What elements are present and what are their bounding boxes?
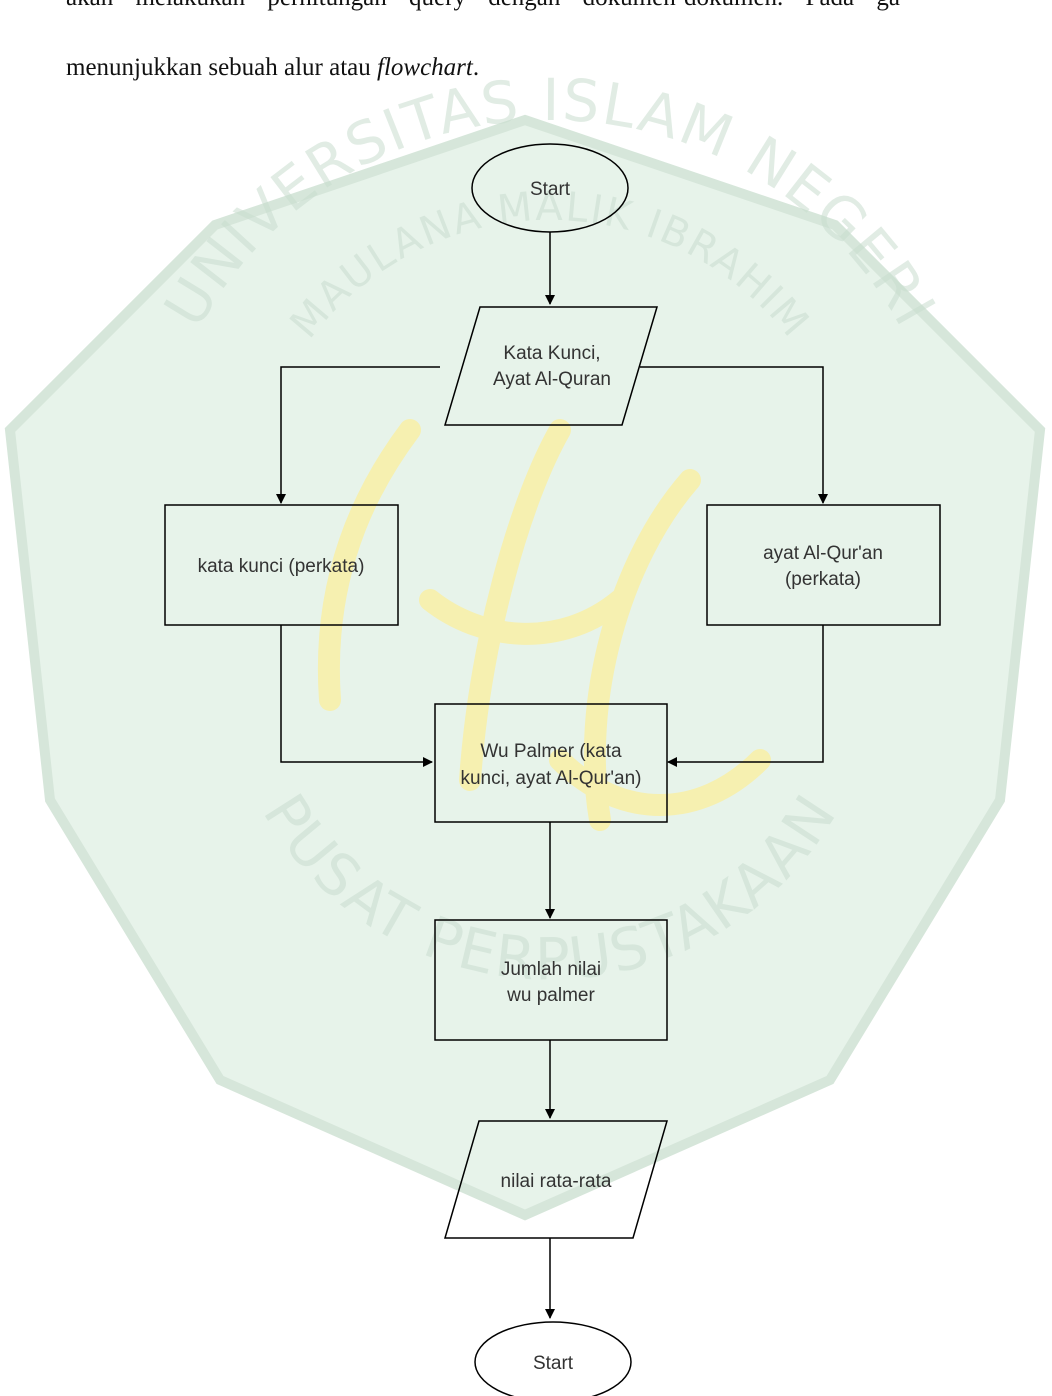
connector-right-to-wupalmer xyxy=(667,625,824,767)
connector-input-to-right xyxy=(640,366,828,504)
flowchart-nodes xyxy=(164,143,941,1396)
sum-label-line-1: Jumlah nilai xyxy=(501,959,601,980)
input-label-line-1: Kata Kunci, xyxy=(503,343,600,364)
paragraph-line-2-end: . xyxy=(472,54,480,81)
left-process-box xyxy=(164,504,399,626)
connector-left-to-wupalmer xyxy=(280,625,433,767)
end-label: Start xyxy=(533,1353,574,1374)
right-process-box xyxy=(706,504,941,626)
start-label: Start xyxy=(530,179,571,200)
library-watermark: UNIVERSITAS ISLAM NEGERI MAULANA MALIK I… xyxy=(4,66,1046,1221)
paragraph-line-2: menunjukkan sebuah alur atau flowchart. xyxy=(66,54,1052,82)
sum-label-line-2: wu palmer xyxy=(506,985,595,1006)
wupalmer-process-box xyxy=(434,703,668,823)
paragraph-line-1: akan melakukan perhitungan query dengan … xyxy=(66,0,1052,12)
input-parallelogram xyxy=(443,306,659,426)
flowchart-connectors xyxy=(276,232,828,1319)
watermark-logo-icon xyxy=(317,419,771,831)
output-parallelogram xyxy=(444,1120,668,1239)
wupalmer-label-line-2: kunci, ayat Al-Qur'an) xyxy=(460,768,641,789)
end-terminal xyxy=(474,1321,632,1396)
start-terminal xyxy=(471,143,629,233)
connector-input-to-left xyxy=(276,366,440,504)
right-process-label-line-2: (perkata) xyxy=(785,569,861,590)
flowchart-labels: Start Kata Kunci, Ayat Al-Quran kata kun… xyxy=(198,179,883,1374)
input-label-line-2: Ayat Al-Quran xyxy=(493,369,611,390)
wupalmer-label-line-1: Wu Palmer (kata xyxy=(480,741,622,762)
watermark-shield xyxy=(4,114,1046,1221)
flowchart-term: flowchart xyxy=(377,54,473,81)
output-label: nilai rata-rata xyxy=(501,1171,612,1192)
left-process-label: kata kunci (perkata) xyxy=(198,556,365,577)
sum-process-box xyxy=(434,919,668,1041)
right-process-label-line-1: ayat Al-Qur'an xyxy=(763,543,883,564)
paragraph-line-2-text: menunjukkan sebuah alur atau xyxy=(66,54,378,81)
